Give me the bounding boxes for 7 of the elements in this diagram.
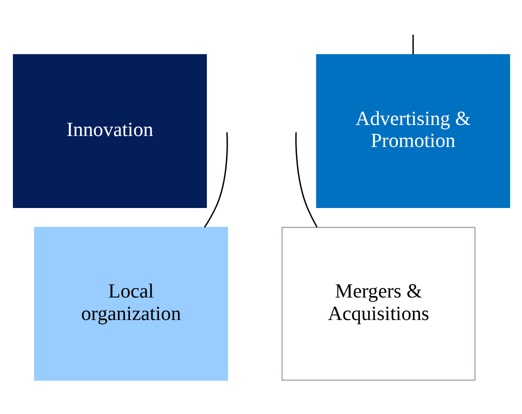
connector: [203, 132, 228, 228]
node-box: Advertising & Promotion: [316, 54, 510, 208]
node-box: Local organization: [34, 226, 228, 381]
connector: [294, 132, 318, 228]
connector: [412, 34, 414, 54]
node-box: Mergers & Acquisitions: [281, 226, 476, 381]
node-box: Innovation: [12, 54, 206, 208]
